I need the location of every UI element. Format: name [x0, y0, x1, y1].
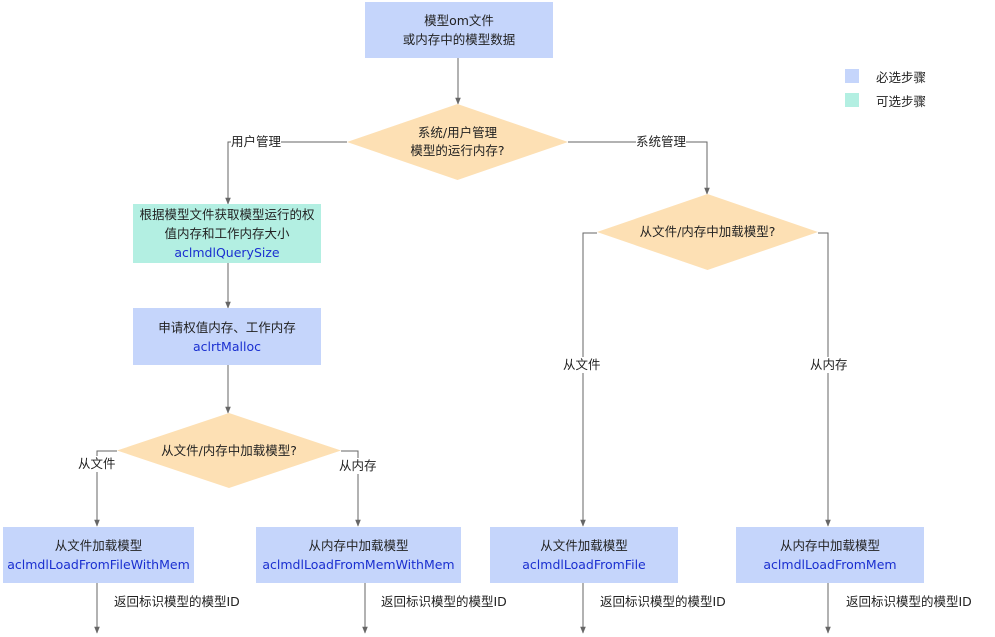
load-box-title: 从文件加载模型 [540, 538, 628, 553]
decision-right: 从文件/内存中加载模型? [597, 194, 818, 270]
start-line2: 或内存中的模型数据 [402, 32, 516, 47]
query-size-line1: 根据模型文件获取模型运行的权 [139, 207, 315, 222]
legend-label-optional: 可选步骤 [876, 94, 927, 109]
return-model-id-label-1: 返回标识模型的模型ID [114, 594, 240, 610]
load-box-api: aclmdlLoadFromMem [763, 557, 897, 572]
load-from-mem-node: 从内存中加载模型 aclmdlLoadFromMem [736, 527, 924, 583]
legend-label-required: 必选步骤 [876, 70, 927, 85]
query-size-node: 根据模型文件获取模型运行的权 值内存和工作内存大小 aclmdlQuerySiz… [133, 204, 321, 263]
return-model-id-label-2: 返回标识模型的模型ID [381, 594, 507, 610]
legend-swatch-required [845, 69, 859, 83]
label-system-managed: 系统管理 [636, 134, 687, 150]
load-box-title: 从内存中加载模型 [779, 538, 880, 553]
decision-main-line2: 模型的运行内存? [410, 143, 505, 158]
query-size-api: aclmdlQuerySize [174, 245, 280, 260]
legend-swatch-optional [845, 93, 859, 107]
load-from-file-node: 从文件加载模型 aclmdlLoadFromFile [490, 527, 678, 583]
label-right-from-file: 从文件 [563, 357, 601, 373]
return-model-id-label-4: 返回标识模型的模型ID [846, 594, 972, 610]
start-line1: 模型om文件 [424, 13, 494, 28]
load-box-api: aclmdlLoadFromMemWithMem [262, 557, 455, 572]
label-left-from-file: 从文件 [78, 456, 116, 472]
malloc-node: 申请权值内存、工作内存 aclrtMalloc [133, 308, 321, 365]
label-left-from-mem: 从内存 [339, 458, 377, 474]
decision-left: 从文件/内存中加载模型? [117, 413, 341, 488]
malloc-line1: 申请权值内存、工作内存 [158, 319, 296, 335]
decision-right-text: 从文件/内存中加载模型? [639, 224, 776, 239]
decision-main-line1: 系统/用户管理 [417, 125, 498, 140]
load-box-title: 从文件加载模型 [54, 538, 143, 553]
decision-main: 系统/用户管理 模型的运行内存? [347, 104, 568, 180]
decision-main-shape [347, 104, 568, 180]
load-from-file-with-mem-node: 从文件加载模型 aclmdlLoadFromFileWithMem [3, 527, 194, 583]
load-box-api: aclmdlLoadFromFile [522, 557, 646, 572]
decision-left-shape [117, 413, 341, 488]
decision-right-shape [597, 194, 818, 270]
load-box-api: aclmdlLoadFromFileWithMem [7, 557, 190, 572]
label-right-from-mem: 从内存 [810, 357, 848, 373]
decision-left-text: 从文件/内存中加载模型? [161, 442, 297, 458]
return-model-id-label-3: 返回标识模型的模型ID [600, 594, 726, 610]
load-from-mem-with-mem-node: 从内存中加载模型 aclmdlLoadFromMemWithMem [256, 527, 461, 583]
label-user-managed: 用户管理 [231, 134, 282, 150]
start-node: 模型om文件 或内存中的模型数据 [365, 2, 553, 58]
malloc-api: aclrtMalloc [193, 338, 261, 354]
query-size-line2: 值内存和工作内存大小 [164, 226, 290, 241]
load-box-title: 从内存中加载模型 [308, 538, 409, 553]
